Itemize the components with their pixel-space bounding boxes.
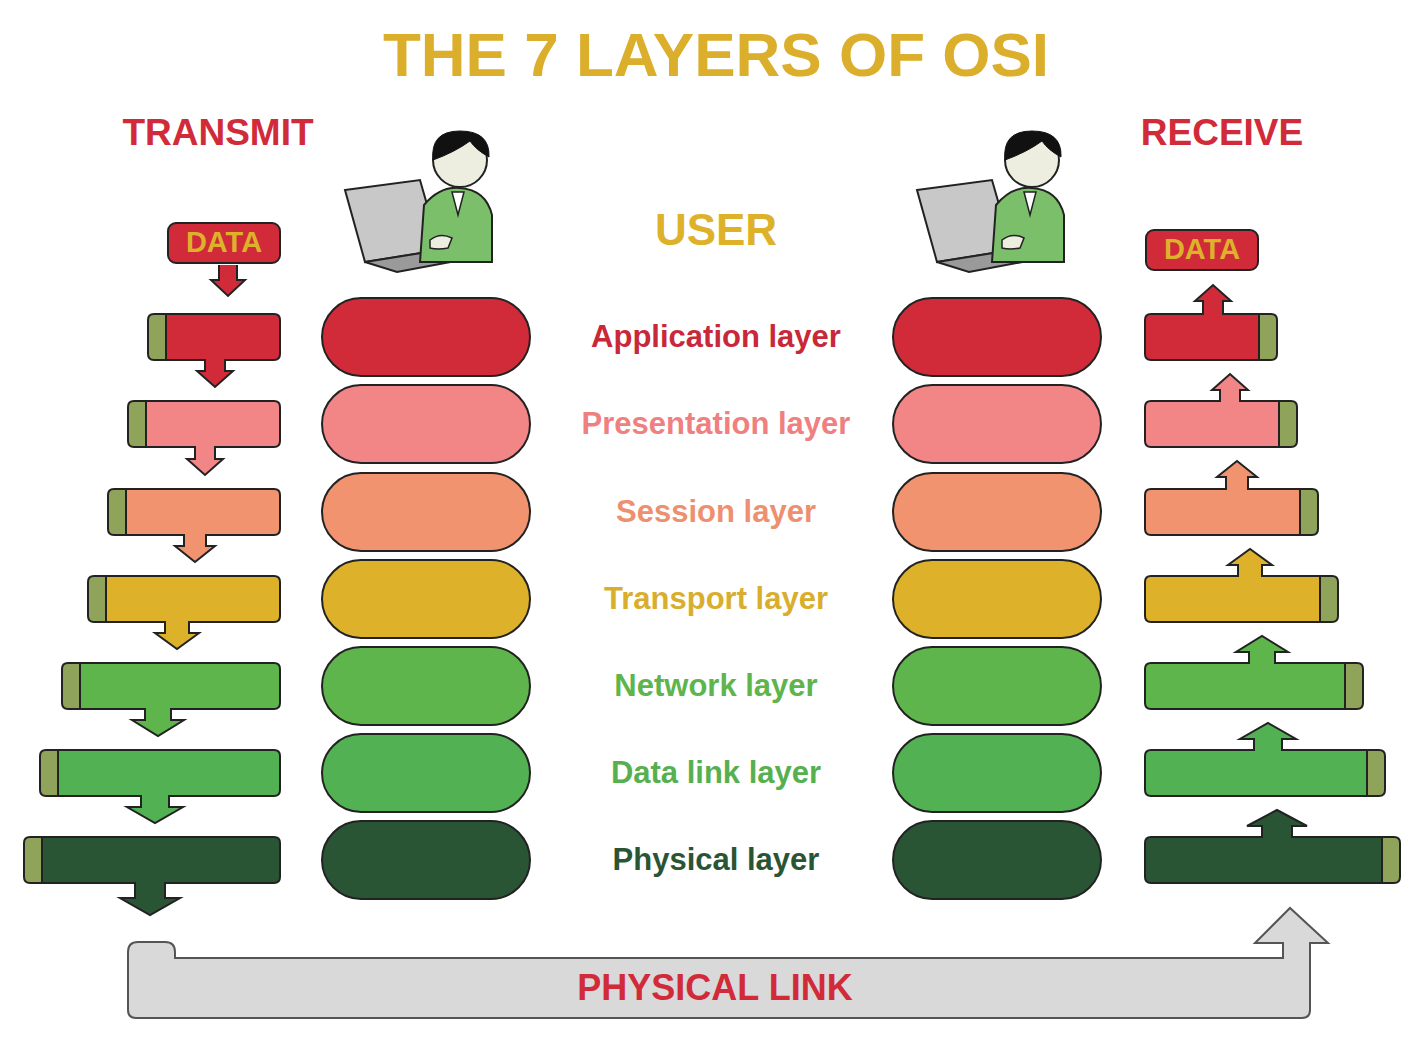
layer-pill <box>893 647 1101 725</box>
title: THE 7 LAYERS OF OSI <box>383 18 1049 92</box>
up-arrow <box>1217 461 1257 490</box>
header-cap <box>148 314 166 360</box>
data-unit <box>106 576 280 622</box>
layer-pill <box>322 473 530 551</box>
up-arrow <box>1228 549 1272 577</box>
side-heading: TRANSMIT <box>122 111 313 155</box>
up-arrow <box>1195 285 1231 315</box>
data-box: DATA <box>167 222 281 264</box>
link-label: PHYSICAL LINK <box>126 958 1304 1018</box>
down-arrow <box>127 795 183 823</box>
side-heading: RECEIVE <box>1141 111 1303 155</box>
layer-name: Data link layer <box>611 754 821 791</box>
header-cap <box>24 837 42 883</box>
header-cap <box>1300 489 1318 535</box>
data-unit <box>1145 663 1345 709</box>
layer-name-holder: Network layer <box>266 667 1166 704</box>
layer-pill <box>893 560 1101 638</box>
layer-pill <box>322 821 530 899</box>
layer-pill <box>322 647 530 725</box>
header-cap <box>1320 576 1338 622</box>
down-arrow <box>197 359 233 387</box>
layer-pill <box>893 385 1101 463</box>
layer-pill <box>893 298 1101 376</box>
layer-pill <box>893 473 1101 551</box>
down-arrow <box>175 534 215 562</box>
layer-name: Physical layer <box>613 841 820 878</box>
layer-pill <box>322 385 530 463</box>
data-unit <box>1145 489 1300 535</box>
layer-name-holder: Transport layer <box>266 580 1166 617</box>
data-unit <box>1145 576 1320 622</box>
layer-name: Transport layer <box>604 580 828 617</box>
up-arrow <box>1247 810 1307 838</box>
layer-pill <box>322 560 530 638</box>
down-arrow <box>187 446 223 475</box>
header-cap <box>88 576 106 622</box>
data-unit <box>1145 837 1382 883</box>
layer-name-holder: Physical layer <box>266 841 1166 878</box>
down-arrow <box>132 708 184 736</box>
header-cap <box>128 401 146 447</box>
data-label: DATA <box>186 227 262 259</box>
layer-pill <box>893 734 1101 812</box>
data-box: DATA <box>1145 229 1259 271</box>
layer-pill <box>893 821 1101 899</box>
layer-pill <box>322 734 530 812</box>
layer-name-holder: Presentation layer <box>266 405 1166 442</box>
header-cap <box>40 750 58 796</box>
title-holder: THE 7 LAYERS OF OSI <box>266 18 1166 92</box>
layer-name: Session layer <box>616 493 816 530</box>
header-cap <box>1382 837 1400 883</box>
up-arrow <box>1212 374 1248 402</box>
layer-name: Presentation layer <box>582 405 851 442</box>
user-heading-holder: USER <box>266 204 1166 257</box>
data-unit <box>58 750 280 796</box>
layer-name-holder: Session layer <box>266 493 1166 530</box>
data-unit <box>1145 401 1279 447</box>
side-heading-holder: RECEIVE <box>772 111 1426 155</box>
header-cap <box>1279 401 1297 447</box>
user-figure <box>917 131 1064 272</box>
data-label: DATA <box>1164 234 1240 266</box>
up-arrow <box>1236 636 1288 664</box>
header-cap <box>108 489 126 535</box>
layer-name: Network layer <box>614 667 817 704</box>
receive-stack <box>1145 285 1400 883</box>
layer-name-holder: Application layer <box>266 318 1166 355</box>
physical-link-arrow: PHYSICAL LINK <box>126 905 1332 1023</box>
data-unit <box>1145 314 1259 360</box>
data-unit <box>126 489 280 535</box>
header-cap <box>1367 750 1385 796</box>
data-unit <box>80 663 280 709</box>
data-unit <box>1145 750 1367 796</box>
user-figure <box>345 131 492 272</box>
down-arrow <box>120 882 180 915</box>
down-arrow <box>155 621 199 649</box>
layer-pill <box>322 298 530 376</box>
header-cap <box>62 663 80 709</box>
side-heading-holder: TRANSMIT <box>0 111 668 155</box>
data-unit <box>166 314 280 360</box>
down-arrow <box>211 265 245 296</box>
user-heading: USER <box>655 204 777 257</box>
transmit-stack <box>24 265 280 915</box>
layer-pills <box>322 298 1101 899</box>
header-cap <box>1259 314 1277 360</box>
layer-name: Application layer <box>591 318 841 355</box>
up-arrow <box>1240 723 1296 751</box>
layer-name-holder: Data link layer <box>266 754 1166 791</box>
header-cap <box>1345 663 1363 709</box>
data-unit <box>146 401 280 447</box>
data-unit <box>42 837 280 883</box>
